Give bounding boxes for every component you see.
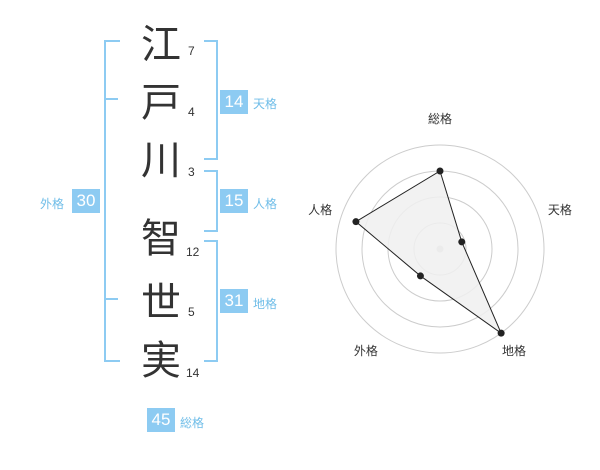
radar-axis-label: 外格 bbox=[354, 343, 378, 358]
soukaku-label: 総格 bbox=[180, 416, 205, 430]
name-char-3: 川 bbox=[141, 138, 181, 184]
name-char-4: 智 bbox=[141, 216, 181, 262]
radar-grid-ring bbox=[335, 144, 545, 354]
gaikaku-bracket-tick bbox=[106, 298, 118, 300]
gaikaku-value-badge: 30 bbox=[72, 189, 100, 213]
chikaku-value-badge: 31 bbox=[220, 289, 248, 313]
gaikaku-label: 外格 bbox=[40, 197, 65, 211]
tenkaku-bracket bbox=[204, 40, 218, 160]
jinkaku-bracket bbox=[204, 170, 218, 232]
jinkaku-value-badge: 15 bbox=[220, 189, 248, 213]
radar-axis-label: 人格 bbox=[308, 202, 332, 217]
chikaku-bracket bbox=[204, 240, 218, 362]
radar-point-2 bbox=[458, 238, 466, 246]
tenkaku-label: 天格 bbox=[253, 97, 278, 111]
stroke-count-3: 3 bbox=[188, 165, 195, 179]
chikaku-label: 地格 bbox=[253, 297, 278, 311]
gaikaku-bracket bbox=[104, 40, 120, 362]
gaikaku-bracket-tick bbox=[106, 98, 118, 100]
stroke-count-2: 4 bbox=[188, 105, 195, 119]
soukaku-value-badge: 45 bbox=[147, 408, 175, 432]
stroke-count-1: 7 bbox=[188, 44, 195, 58]
stroke-count-4: 12 bbox=[186, 245, 200, 259]
name-char-5: 世 bbox=[141, 280, 181, 326]
stroke-count-5: 5 bbox=[188, 305, 195, 319]
radar-axis-label: 地格 bbox=[502, 343, 526, 358]
radar-point-1 bbox=[436, 167, 444, 175]
jinkaku-label: 人格 bbox=[253, 197, 278, 211]
radar-point-3 bbox=[497, 329, 505, 337]
radar-axis-label: 総格 bbox=[428, 111, 452, 126]
radar-point-5 bbox=[352, 218, 360, 226]
radar-axis-label: 天格 bbox=[548, 202, 572, 217]
tenkaku-value-badge: 14 bbox=[220, 90, 248, 114]
radar-point-4 bbox=[416, 272, 424, 280]
radar-area bbox=[355, 170, 503, 335]
name-char-1: 江 bbox=[141, 22, 181, 68]
stroke-count-6: 14 bbox=[186, 366, 200, 380]
name-char-2: 戸 bbox=[141, 80, 181, 126]
name-char-6: 実 bbox=[141, 338, 181, 384]
